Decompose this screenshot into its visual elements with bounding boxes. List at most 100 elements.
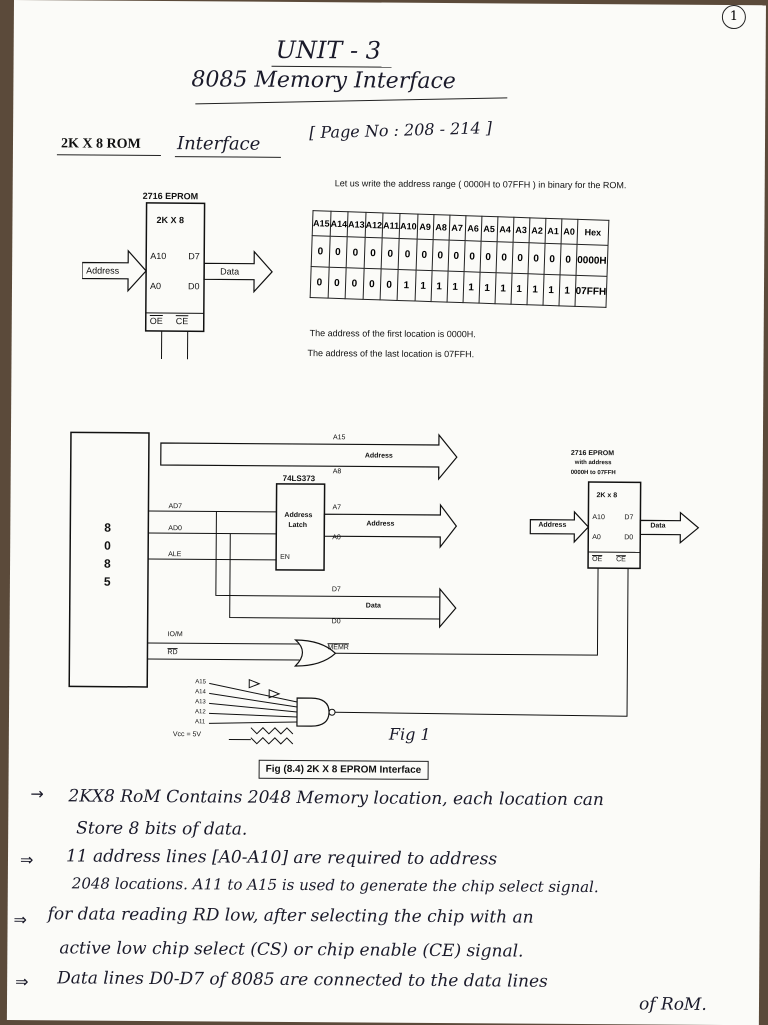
- label-ad7: AD7: [168, 503, 182, 510]
- table-cell: 1: [511, 273, 528, 305]
- table-cell: 0: [560, 244, 577, 276]
- section-hand-underline: [175, 156, 281, 158]
- note-3-bullet: ⇒: [14, 910, 28, 929]
- label-d7: D7: [332, 586, 341, 593]
- table-cell: 0: [432, 240, 449, 272]
- cpu-label-char-1: 0: [104, 539, 111, 553]
- decoder-input-2: A13: [195, 699, 206, 705]
- label-memr: MEMR: [327, 644, 348, 651]
- note-2-bullet: ⇒: [20, 850, 34, 869]
- subtitle-underline: [195, 97, 507, 104]
- eprom-pin-d0: D0: [188, 281, 200, 291]
- latch-label-2: Latch: [288, 522, 307, 529]
- label-vcc: Vcc = 5V: [173, 731, 201, 738]
- notebook-page: 1 UNIT - 3 8085 Memory Interface 2K X 8 …: [7, 0, 766, 1025]
- latch-label-1: Address: [284, 512, 312, 519]
- table-header-cell: Hex: [577, 219, 609, 245]
- section-title-underline: [57, 154, 161, 156]
- table-cell: 0: [310, 267, 329, 299]
- unit-heading: UNIT - 3: [276, 36, 382, 65]
- table-header-cell: A9: [417, 214, 434, 240]
- table-cell: 0: [544, 243, 561, 275]
- table-cell: 1: [447, 271, 464, 303]
- note-1-line-2: Store 8 bits of data.: [76, 818, 247, 839]
- right-eprom-ce: CE: [616, 556, 626, 563]
- eprom-pin-d7: D7: [188, 251, 200, 261]
- table-header-cell: A3: [513, 217, 530, 243]
- table-cell: 0: [512, 242, 529, 274]
- note-4-line-1: Data lines D0-D7 of 8085 are connected t…: [57, 968, 548, 991]
- table-cell: 0: [311, 236, 330, 268]
- table-header-cell: A4: [497, 217, 514, 243]
- table-cell: 0: [363, 268, 382, 300]
- table-cell: 1: [397, 269, 416, 301]
- data-bus-arrow: [440, 589, 456, 627]
- figure-hand-label: Fig 1: [389, 725, 431, 744]
- table-cell: 0: [480, 241, 497, 273]
- right-eprom-title-1: 2716 EPROM: [571, 450, 614, 457]
- note-4-bullet: ⇒: [15, 972, 29, 991]
- table-cell: 1: [431, 271, 448, 303]
- address-range-intro: Let us write the address range ( 0000H t…: [335, 178, 627, 190]
- label-d0: D0: [332, 618, 341, 625]
- nand-gate: [297, 698, 329, 726]
- latch-a0: A0: [332, 534, 341, 541]
- latch-en: EN: [280, 554, 290, 561]
- right-eprom-title-2: with address: [575, 460, 612, 466]
- table-header-cell: A2: [529, 218, 546, 244]
- latch-part-number: 74LS373: [283, 474, 316, 483]
- table-cell: 0: [398, 238, 417, 270]
- eprom-part-label: 2716 EPROM: [143, 191, 199, 201]
- right-eprom-a10: A10: [592, 514, 605, 521]
- table-header-cell: A0: [561, 219, 578, 245]
- label-ale: ALE: [168, 551, 181, 558]
- right-eprom-oe: OE: [592, 556, 602, 563]
- decoder-input-4: A11: [195, 719, 205, 725]
- table-cell: 0: [528, 243, 545, 275]
- note-4-line-2: of RoM.: [639, 994, 707, 1014]
- table-header-cell: A6: [465, 216, 482, 242]
- eprom-address-label: Address: [86, 266, 119, 276]
- label-rd: RD: [167, 649, 177, 656]
- table-cell: 0: [328, 267, 347, 299]
- table-cell: 0: [329, 236, 348, 268]
- eprom-pin-ce: CE: [176, 316, 189, 326]
- eprom-pin-a10: A10: [150, 251, 166, 261]
- label-a15: A15: [333, 434, 346, 441]
- top-address-bus-arrow: [161, 433, 457, 479]
- right-eprom-address: Address: [538, 522, 566, 529]
- table-header-cell: A15: [312, 211, 330, 237]
- table-cell: 0: [448, 240, 465, 272]
- table-cell: 1: [559, 275, 576, 307]
- cpu-label-char-0: 8: [104, 521, 111, 535]
- table-cell: 1: [415, 270, 432, 302]
- table-cell: 1: [495, 273, 512, 305]
- note-1-line-1: 2KX8 RoM Contains 2048 Memory location, …: [68, 786, 604, 810]
- right-eprom-a0: A0: [592, 534, 601, 541]
- interface-schematic: [59, 420, 761, 765]
- table-cell: 0: [496, 242, 513, 274]
- table-cell: 1: [543, 274, 560, 306]
- table-header-cell: A10: [399, 213, 417, 239]
- figure-caption: Fig (8.4) 2K X 8 EPROM Interface: [259, 760, 429, 780]
- note-2-line-2: 2048 locations. A11 to A15 is used to ge…: [72, 874, 599, 896]
- table-cell: 07FFH: [575, 275, 608, 307]
- eprom-data-label: Data: [220, 266, 239, 276]
- table-cell: 0: [381, 238, 399, 270]
- label-address-mid: Address: [366, 520, 394, 527]
- eprom-pin-oe: OE: [150, 316, 163, 326]
- table-header-cell: A11: [382, 213, 400, 239]
- decoder-input-0: A15: [195, 679, 206, 685]
- table-header-cell: A7: [449, 215, 466, 241]
- decoder-input-3: A12: [195, 709, 206, 715]
- label-io-m: IO/M: [168, 631, 183, 638]
- note-2-line-1: 11 address lines [A0-A10] are required t…: [66, 846, 497, 869]
- table-cell: 0: [416, 239, 433, 271]
- decoder-input-1: A14: [195, 689, 206, 695]
- right-eprom-d0: D0: [624, 534, 633, 541]
- section-title-hand: Interface: [177, 133, 260, 155]
- eprom-size-label: 2K X 8: [156, 215, 184, 225]
- first-location-text: The address of the first location is 000…: [310, 328, 476, 339]
